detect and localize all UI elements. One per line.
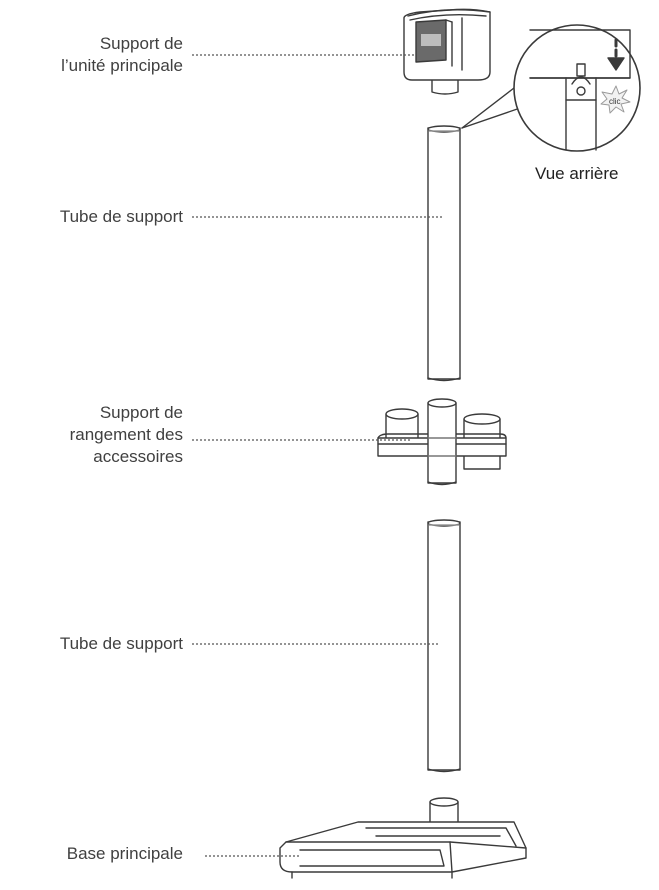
accessory-holder-part [377,398,507,486]
label-support-tube-upper: Tube de support [59,207,183,226]
detail-caption: Vue arrière [535,164,619,183]
support-tube-lower-part [427,519,461,773]
label-main-unit-holder: Support de l’unité principale [61,34,183,75]
rear-view-detail [461,24,641,152]
label-support-tube-lower: Tube de support [59,634,183,653]
label-main-base: Base principale [66,844,183,863]
main-unit-holder-part [403,8,491,95]
support-tube-upper-part [427,125,461,382]
click-label: clic [609,97,621,106]
label-accessory-holder: Support de rangement des accessoires [69,403,183,466]
main-base-part [279,797,527,879]
